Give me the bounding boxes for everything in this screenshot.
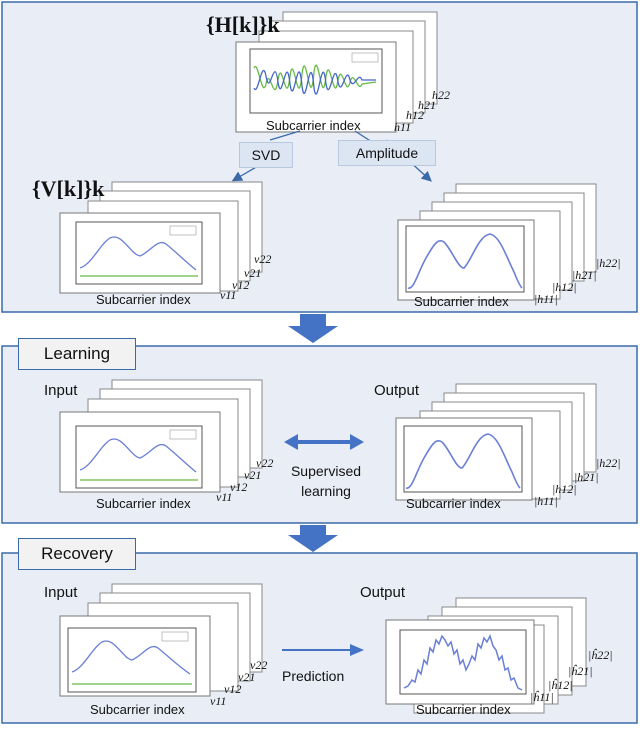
v11-label: v11 [216, 490, 233, 504]
prediction-arrow [282, 644, 364, 656]
recovery-input-stack [59, 583, 263, 697]
v22-label: v22 [250, 658, 268, 672]
abs-h-stack-top [397, 183, 597, 301]
v-set-label: {V[k]}k [32, 176, 105, 201]
v12-label: v12 [230, 480, 248, 494]
v-matrix-stack-top [59, 181, 263, 294]
recovery-title: Recovery [18, 538, 136, 570]
h11-label: h11 [394, 120, 412, 134]
down-arrow-2 [288, 525, 338, 552]
hat-h21-label: |ĥ21| [568, 664, 593, 678]
v22-label: v22 [256, 456, 274, 470]
h-matrix-stack [235, 11, 438, 133]
hat-h22-label: |ĥ22| [588, 648, 613, 662]
supervised-label: Supervised [290, 463, 362, 479]
v21-label: v21 [244, 468, 262, 482]
abs-h11-label: |h11| [534, 494, 558, 508]
abs-h12-label: |h12| [552, 482, 577, 496]
abs-h21-label: |h21| [572, 268, 597, 282]
recovery-output-label: Output [360, 584, 406, 601]
abs-h22-label: |h22| [596, 456, 621, 470]
down-arrow-1 [288, 314, 338, 343]
h21-label: h21 [418, 98, 436, 112]
h22-label: h22 [432, 88, 450, 102]
v11-label: v11 [220, 288, 237, 302]
svd-label: SVD [239, 142, 293, 168]
supervised-learning-arrow [284, 434, 364, 450]
abs-h11-label: |h11| [534, 292, 558, 306]
abs-h12-label: |h12| [552, 280, 577, 294]
v12-label: v12 [224, 682, 242, 696]
v12-label: v12 [232, 278, 250, 292]
abs-h22-label: |h22| [596, 256, 621, 270]
h12-label: h12 [406, 108, 424, 122]
learning-label: learning [301, 483, 351, 499]
hat-h11-label: |ĥ11| [530, 690, 554, 704]
prediction-label: Prediction [282, 668, 345, 684]
v21-label: v21 [238, 670, 256, 684]
subcarrier-index-label: Subcarrier index [96, 292, 191, 307]
recovery-input-label: Input [44, 584, 78, 601]
h-set-label: {H[k]}k [206, 12, 280, 37]
learning-title: Learning [18, 338, 136, 370]
learning-input-label: Input [44, 382, 78, 399]
subcarrier-index-label: Subcarrier index [406, 496, 501, 511]
v21-label: v21 [244, 266, 262, 280]
learning-input-stack [59, 379, 263, 493]
amplitude-label: Amplitude [338, 140, 436, 166]
subcarrier-index-label: Subcarrier index [90, 702, 185, 717]
abs-h21-label: |h21| [574, 470, 599, 484]
learning-output-label: Output [374, 382, 420, 399]
subcarrier-index-label: Subcarrier index [96, 496, 191, 511]
learning-output-stack [395, 383, 597, 501]
subcarrier-index-label: Subcarrier index [416, 702, 511, 717]
subcarrier-index-label: Subcarrier index [414, 294, 509, 309]
v22-label: v22 [254, 252, 272, 266]
subcarrier-index-label: Subcarrier index [266, 118, 361, 133]
hat-h12-label: |ĥ12| [548, 678, 573, 692]
recovery-output-stack [385, 597, 587, 714]
v11-label: v11 [210, 694, 227, 708]
